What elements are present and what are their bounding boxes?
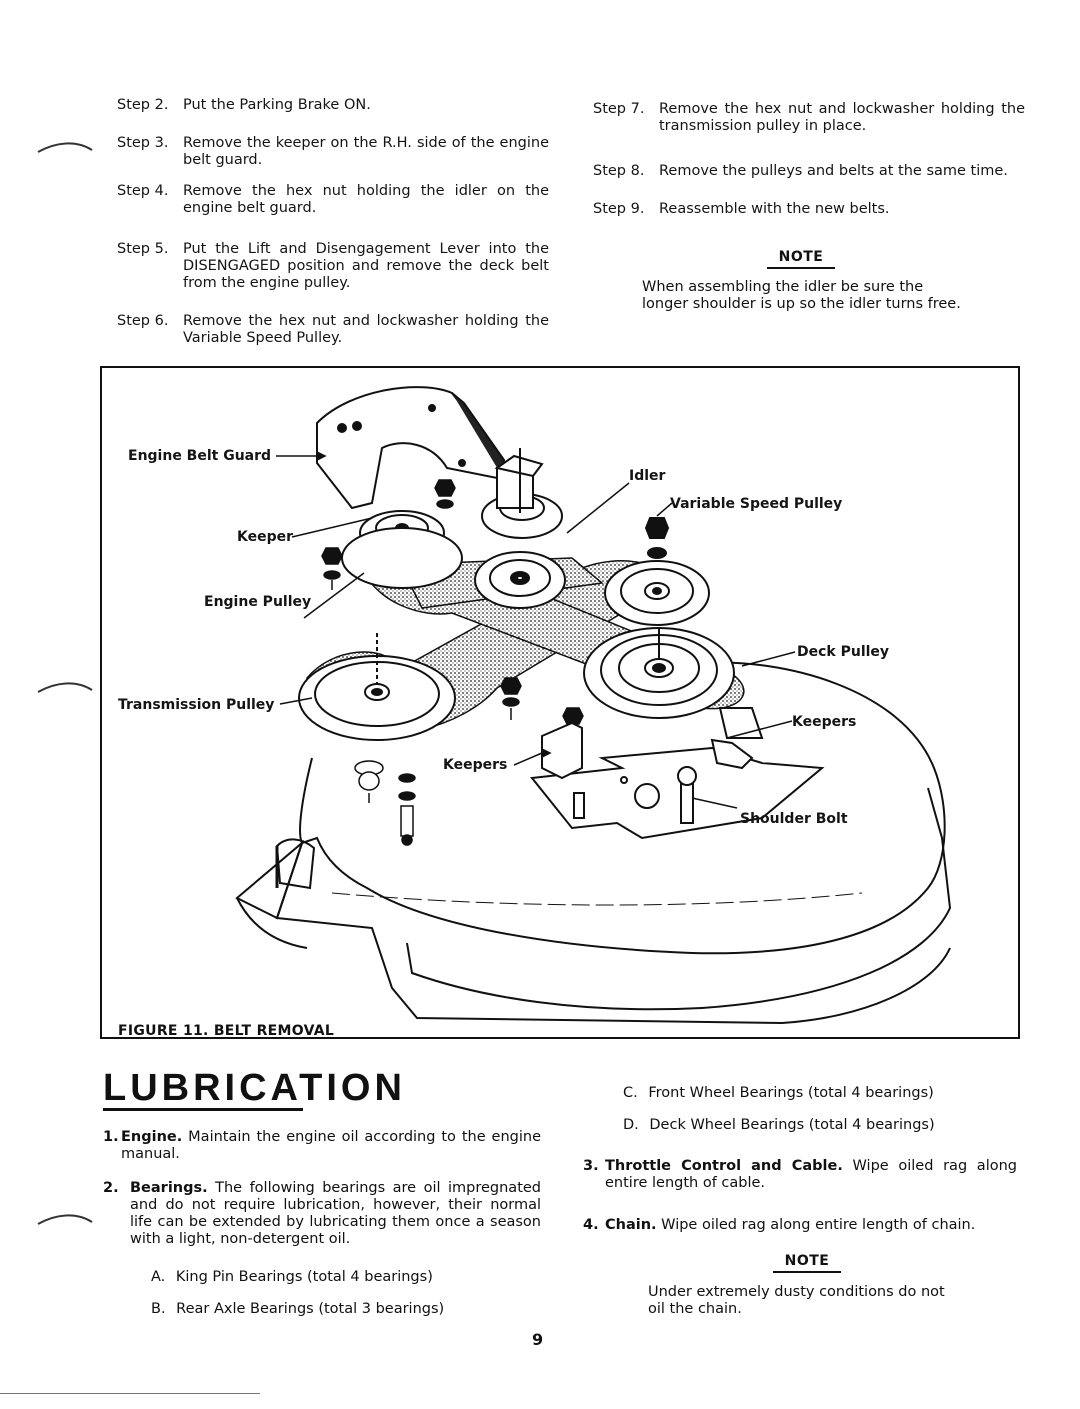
step-6: Step 6. Remove the hex nut and lockwashe… (117, 313, 549, 349)
step-label: Step 5. (117, 241, 169, 257)
note-text: When assembling the idler be sure the lo… (642, 279, 961, 312)
step-label: Step 6. (117, 313, 169, 329)
leader-lines (276, 450, 796, 809)
step-text: Remove the hex nut holding the idler on … (183, 183, 549, 216)
bearing-b: B. Rear Axle Bearings (total 3 bearings) (151, 1301, 444, 1318)
bearing-text: King Pin Bearings (total 4 bearings) (175, 1269, 433, 1285)
scan-edge-line (0, 1393, 260, 1394)
transmission-pulley (298, 633, 456, 741)
belt-removal-illustration (235, 386, 952, 1025)
step-4: Step 4. Remove the hex nut holding the i… (117, 183, 549, 219)
item-text: Maintain the engine oil according to the… (121, 1129, 541, 1162)
step-text: Remove the hex nut and lockwasher holdin… (659, 101, 1025, 134)
figure-belt-removal: Engine Belt Guard Idler Variable Speed P… (100, 366, 1020, 1039)
bearing-letter: C. (623, 1085, 638, 1101)
note-heading: NOTE (773, 1253, 841, 1273)
bearing-letter: D. (623, 1117, 639, 1133)
item-number: 1. (103, 1129, 119, 1145)
item-number: 4. (583, 1217, 599, 1233)
item-text: Wipe oiled rag along entire length of ca… (605, 1158, 1017, 1191)
margin-mark (37, 1214, 93, 1225)
lubrication-item-throttle: 3. Throttle Control and Cable. Wipe oile… (583, 1158, 1017, 1192)
mower-deck (235, 661, 952, 1025)
section-title-lubrication: LUBRICATION (103, 1067, 406, 1109)
label-deck-pulley: Deck Pulley (797, 644, 890, 660)
step-text: Remove the keeper on the R.H. side of th… (183, 135, 549, 168)
hardware (321, 479, 584, 846)
label-keeper: Keeper (237, 529, 294, 545)
step-7: Step 7. Remove the hex nut and lockwashe… (593, 101, 1025, 137)
step-text: Put the Lift and Disengagement Lever int… (183, 241, 549, 291)
keepers-and-bracket (530, 707, 825, 840)
label-keepers-right: Keepers (792, 714, 857, 730)
item-heading: Throttle Control and Cable. (605, 1158, 843, 1174)
deck-pulley (583, 627, 735, 719)
lubrication-item-bearings: 2. Bearings. The following bearings are … (103, 1180, 541, 1248)
label-engine-pulley: Engine Pulley (204, 594, 312, 610)
step-8: Step 8. Remove the pulleys and belts at … (593, 163, 1033, 181)
bearing-letter: B. (151, 1301, 166, 1317)
step-label: Step 4. (117, 183, 169, 199)
bearing-c: C. Front Wheel Bearings (total 4 bearing… (623, 1085, 934, 1102)
item-text: The following bearings are oil impregnat… (130, 1180, 541, 1247)
item-heading: Bearings. (130, 1180, 208, 1196)
step-9: Step 9. Reassemble with the new belts. (593, 201, 1025, 219)
step-label: Step 7. (593, 101, 645, 117)
step-text: Reassemble with the new belts. (659, 201, 890, 217)
step-text: Put the Parking Brake ON. (183, 97, 371, 113)
variable-speed-pulley-upper (474, 551, 566, 609)
step-text: Remove the pulleys and belts at the same… (659, 163, 1008, 179)
item-text: Wipe oiled rag along entire length of ch… (661, 1217, 976, 1233)
step-label: Step 9. (593, 201, 645, 217)
bearing-a: A. King Pin Bearings (total 4 bearings) (151, 1269, 433, 1286)
step-label: Step 2. (117, 97, 169, 113)
label-shoulder-bolt: Shoulder Bolt (740, 811, 848, 827)
step-5: Step 5. Put the Lift and Disengagement L… (117, 241, 549, 295)
engine-pulley (341, 510, 463, 589)
page-number: 9 (532, 1330, 544, 1349)
note-text: Under extremely dusty conditions do not … (648, 1284, 945, 1317)
label-idler: Idler (629, 468, 666, 484)
bearing-letter: A. (151, 1269, 166, 1285)
step-text: Remove the hex nut and lockwasher holdin… (183, 313, 549, 346)
step-3: Step 3. Remove the keeper on the R.H. si… (117, 135, 549, 171)
step-label: Step 8. (593, 163, 645, 179)
item-number: 3. (583, 1158, 599, 1174)
bearing-text: Front Wheel Bearings (total 4 bearings) (648, 1085, 934, 1101)
item-number: 2. (103, 1180, 119, 1196)
item-heading: Chain. (605, 1217, 657, 1233)
label-variable-speed-pulley: Variable Speed Pulley (670, 496, 843, 512)
item-heading: Engine. (121, 1129, 183, 1145)
margin-mark (37, 682, 93, 693)
idler-pulley (481, 448, 563, 539)
variable-speed-pulley (604, 517, 710, 626)
title-underline (103, 1108, 303, 1111)
step-2: Step 2. Put the Parking Brake ON. (117, 97, 549, 115)
note-heading: NOTE (767, 249, 835, 269)
step-label: Step 3. (117, 135, 169, 151)
figure-caption: FIGURE 11. BELT REMOVAL (118, 1023, 335, 1039)
bearing-text: Rear Axle Bearings (total 3 bearings) (176, 1301, 445, 1317)
lubrication-item-chain: 4. Chain. Wipe oiled rag along entire le… (583, 1217, 1023, 1234)
lubrication-item-engine: 1. Engine. Maintain the engine oil accor… (103, 1129, 541, 1163)
bearing-text: Deck Wheel Bearings (total 4 bearings) (649, 1117, 935, 1133)
engine-belt-guard (316, 386, 506, 510)
label-keepers-center: Keepers (443, 757, 508, 773)
label-engine-belt-guard: Engine Belt Guard (128, 448, 272, 464)
bearing-d: D. Deck Wheel Bearings (total 4 bearings… (623, 1117, 935, 1134)
label-transmission-pulley: Transmission Pulley (118, 697, 275, 713)
margin-mark (37, 142, 93, 153)
